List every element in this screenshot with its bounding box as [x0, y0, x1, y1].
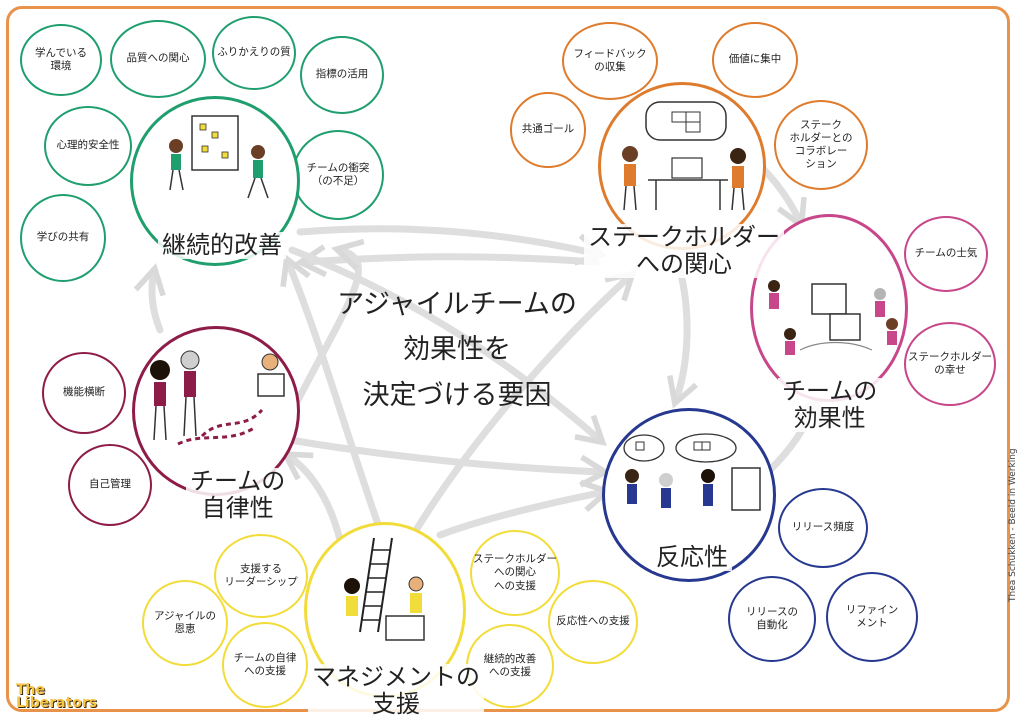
- factor-self-management: 自己管理: [68, 444, 152, 526]
- hub-title-stakeholder-concern: ステークホルダー への関心: [584, 224, 784, 278]
- factor-focus-on-value: 価値に集中: [712, 22, 798, 98]
- the-liberators-logo: The Liberators: [16, 682, 98, 712]
- factor-learning-sharing: 学びの共有: [20, 194, 106, 282]
- hub-title-management-support: マネジメントの 支援: [308, 664, 484, 718]
- factor-refinement: リファイン メント: [826, 572, 918, 662]
- factor-stakeholder-happiness: ステークホルダー の幸せ: [904, 322, 996, 406]
- factor-learning-environment: 学んでいる 環境: [20, 24, 102, 96]
- factor-use-of-metrics: 指標の活用: [300, 36, 384, 114]
- factor-release-frequency: リリース頻度: [778, 488, 868, 568]
- effectiveness-illustration: [768, 280, 898, 355]
- hub-title-team-effectiveness: チームの 効果性: [778, 378, 882, 432]
- factor-responsiveness-support: 反応性への支援: [548, 580, 638, 664]
- factor-supportive-leadership: 支援する リーダーシップ: [214, 534, 308, 618]
- factor-retro-quality: ふりかえりの質: [212, 16, 296, 90]
- factor-release-automation: リリースの 自動化: [728, 576, 816, 662]
- factor-shared-goal: 共通ゴール: [510, 92, 586, 168]
- factor-cross-functional: 機能横断: [42, 352, 126, 434]
- responsiveness-illustration: [623, 433, 761, 511]
- hub-title-responsiveness: 反応性: [652, 544, 732, 571]
- factor-psych-safety: 心理的安全性: [44, 106, 132, 186]
- illustrator-credit: Thea Schukken - Beeld in Werking: [1008, 448, 1018, 602]
- factor-team-conflict: チームの衝突 （の不足）: [292, 130, 384, 220]
- factor-quality-concern: 品質への関心: [110, 20, 206, 98]
- hub-title-team-autonomy: チームの 自律性: [186, 468, 290, 522]
- factor-agile-benefits: アジャイルの 恩恵: [142, 580, 228, 666]
- ci-team-illustration: [169, 115, 269, 199]
- stakeholder-illustration: [622, 101, 746, 211]
- hub-title-continuous-improvement: 継続的改善: [158, 232, 286, 259]
- autonomy-illustration: [150, 350, 285, 446]
- factor-stakeholder-concern-support: ステークホルダー への関心 への支援: [470, 530, 560, 616]
- page-frame: [6, 6, 1010, 712]
- center-title: アジャイルチームの 効果性を 決定づける要因: [337, 289, 577, 411]
- factor-team-morale: チームの士気: [904, 216, 988, 292]
- management-illustration: [344, 537, 425, 641]
- factor-autonomy-support: チームの自律 への支援: [222, 622, 308, 708]
- factor-stakeholder-collaboration: ステーク ホルダーとの コラボレー ション: [774, 100, 868, 190]
- factor-feedback-collection: フィードバック の収集: [562, 22, 658, 100]
